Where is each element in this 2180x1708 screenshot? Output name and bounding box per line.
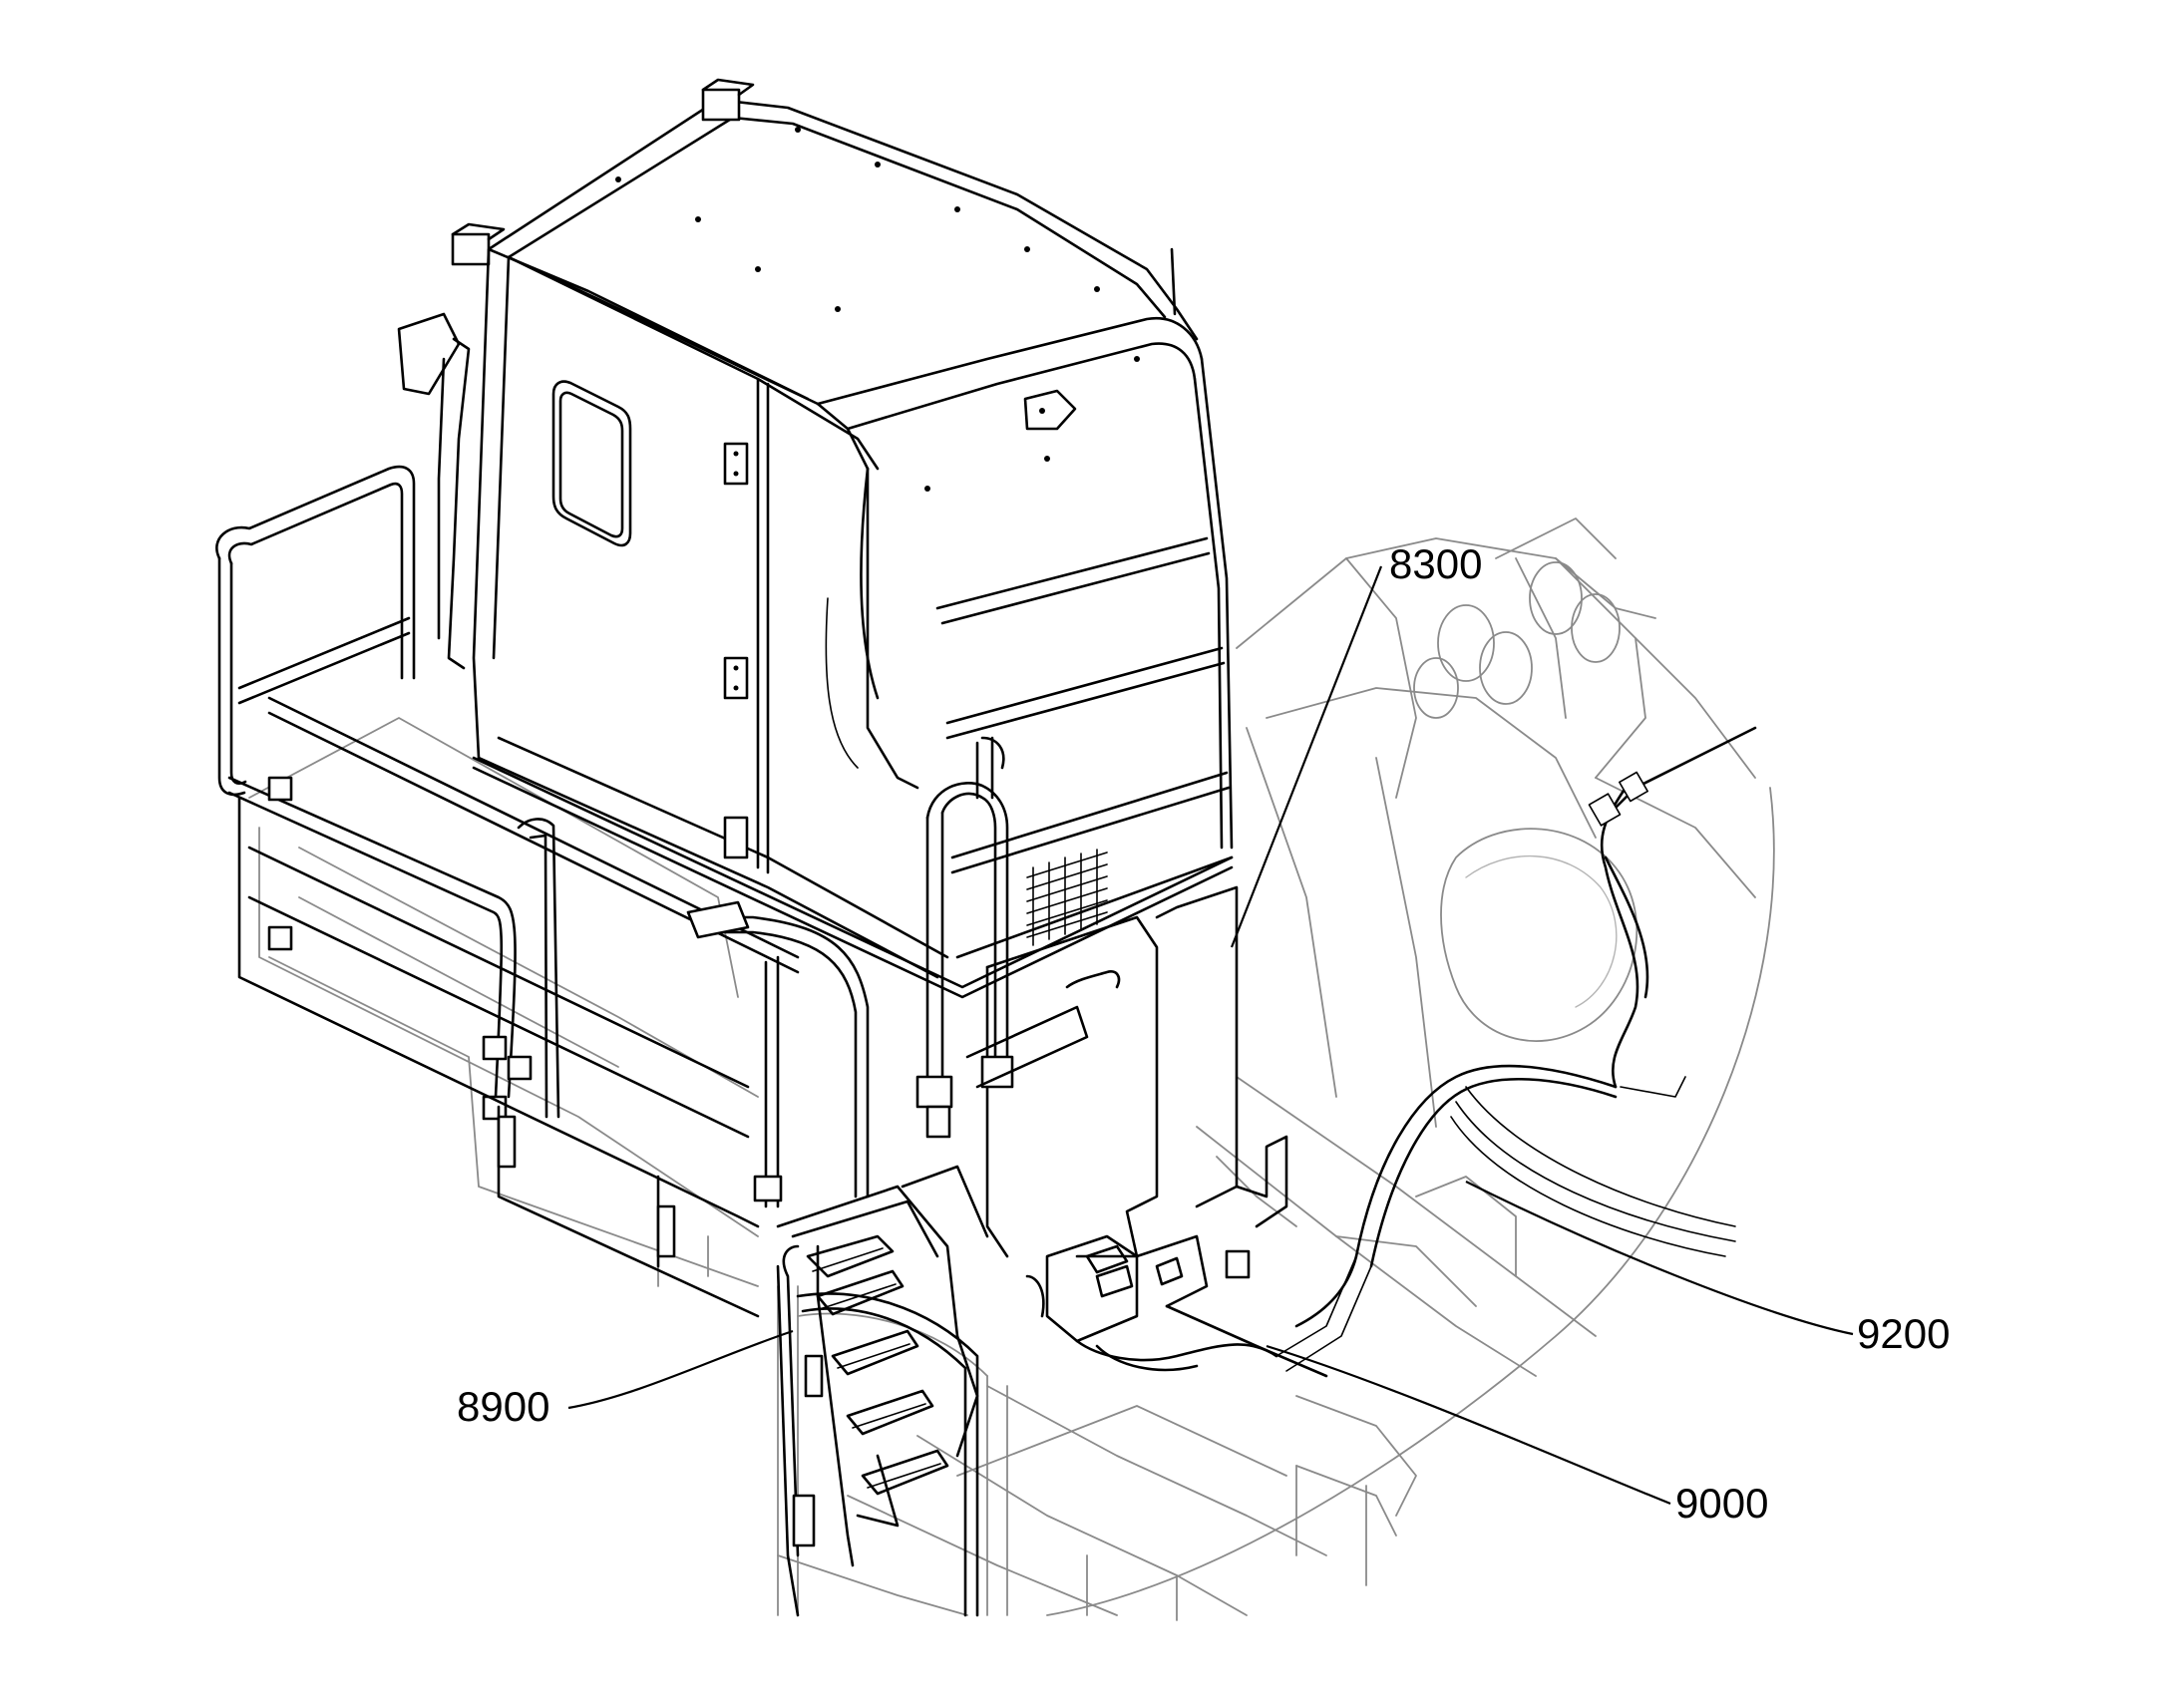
electrical-box-9000: [1025, 1234, 1328, 1378]
callout-9200: 9200: [1857, 1310, 1950, 1357]
callout-leaders: [567, 565, 1854, 1506]
leader-9200: [1465, 1181, 1854, 1336]
access-steps-8900: [776, 1005, 1089, 1617]
wiring-harness-9200: [1275, 726, 1757, 1372]
callout-8300: 8300: [1389, 540, 1482, 587]
leader-8900: [567, 1329, 794, 1410]
left-handrail-assembly: [215, 465, 800, 1318]
vent-grille: [1026, 849, 1108, 946]
leader-8300: [1230, 565, 1383, 948]
center-panel: [985, 885, 1288, 1258]
callout-8900: 8900: [457, 1383, 549, 1430]
operator-cab: [397, 78, 1234, 999]
leader-9000: [1266, 1344, 1671, 1506]
front-handrail-assembly: [686, 736, 1014, 1208]
callout-9000: 9000: [1675, 1480, 1768, 1527]
callout-labels: 8300 8900 9000 9200: [457, 540, 1950, 1527]
